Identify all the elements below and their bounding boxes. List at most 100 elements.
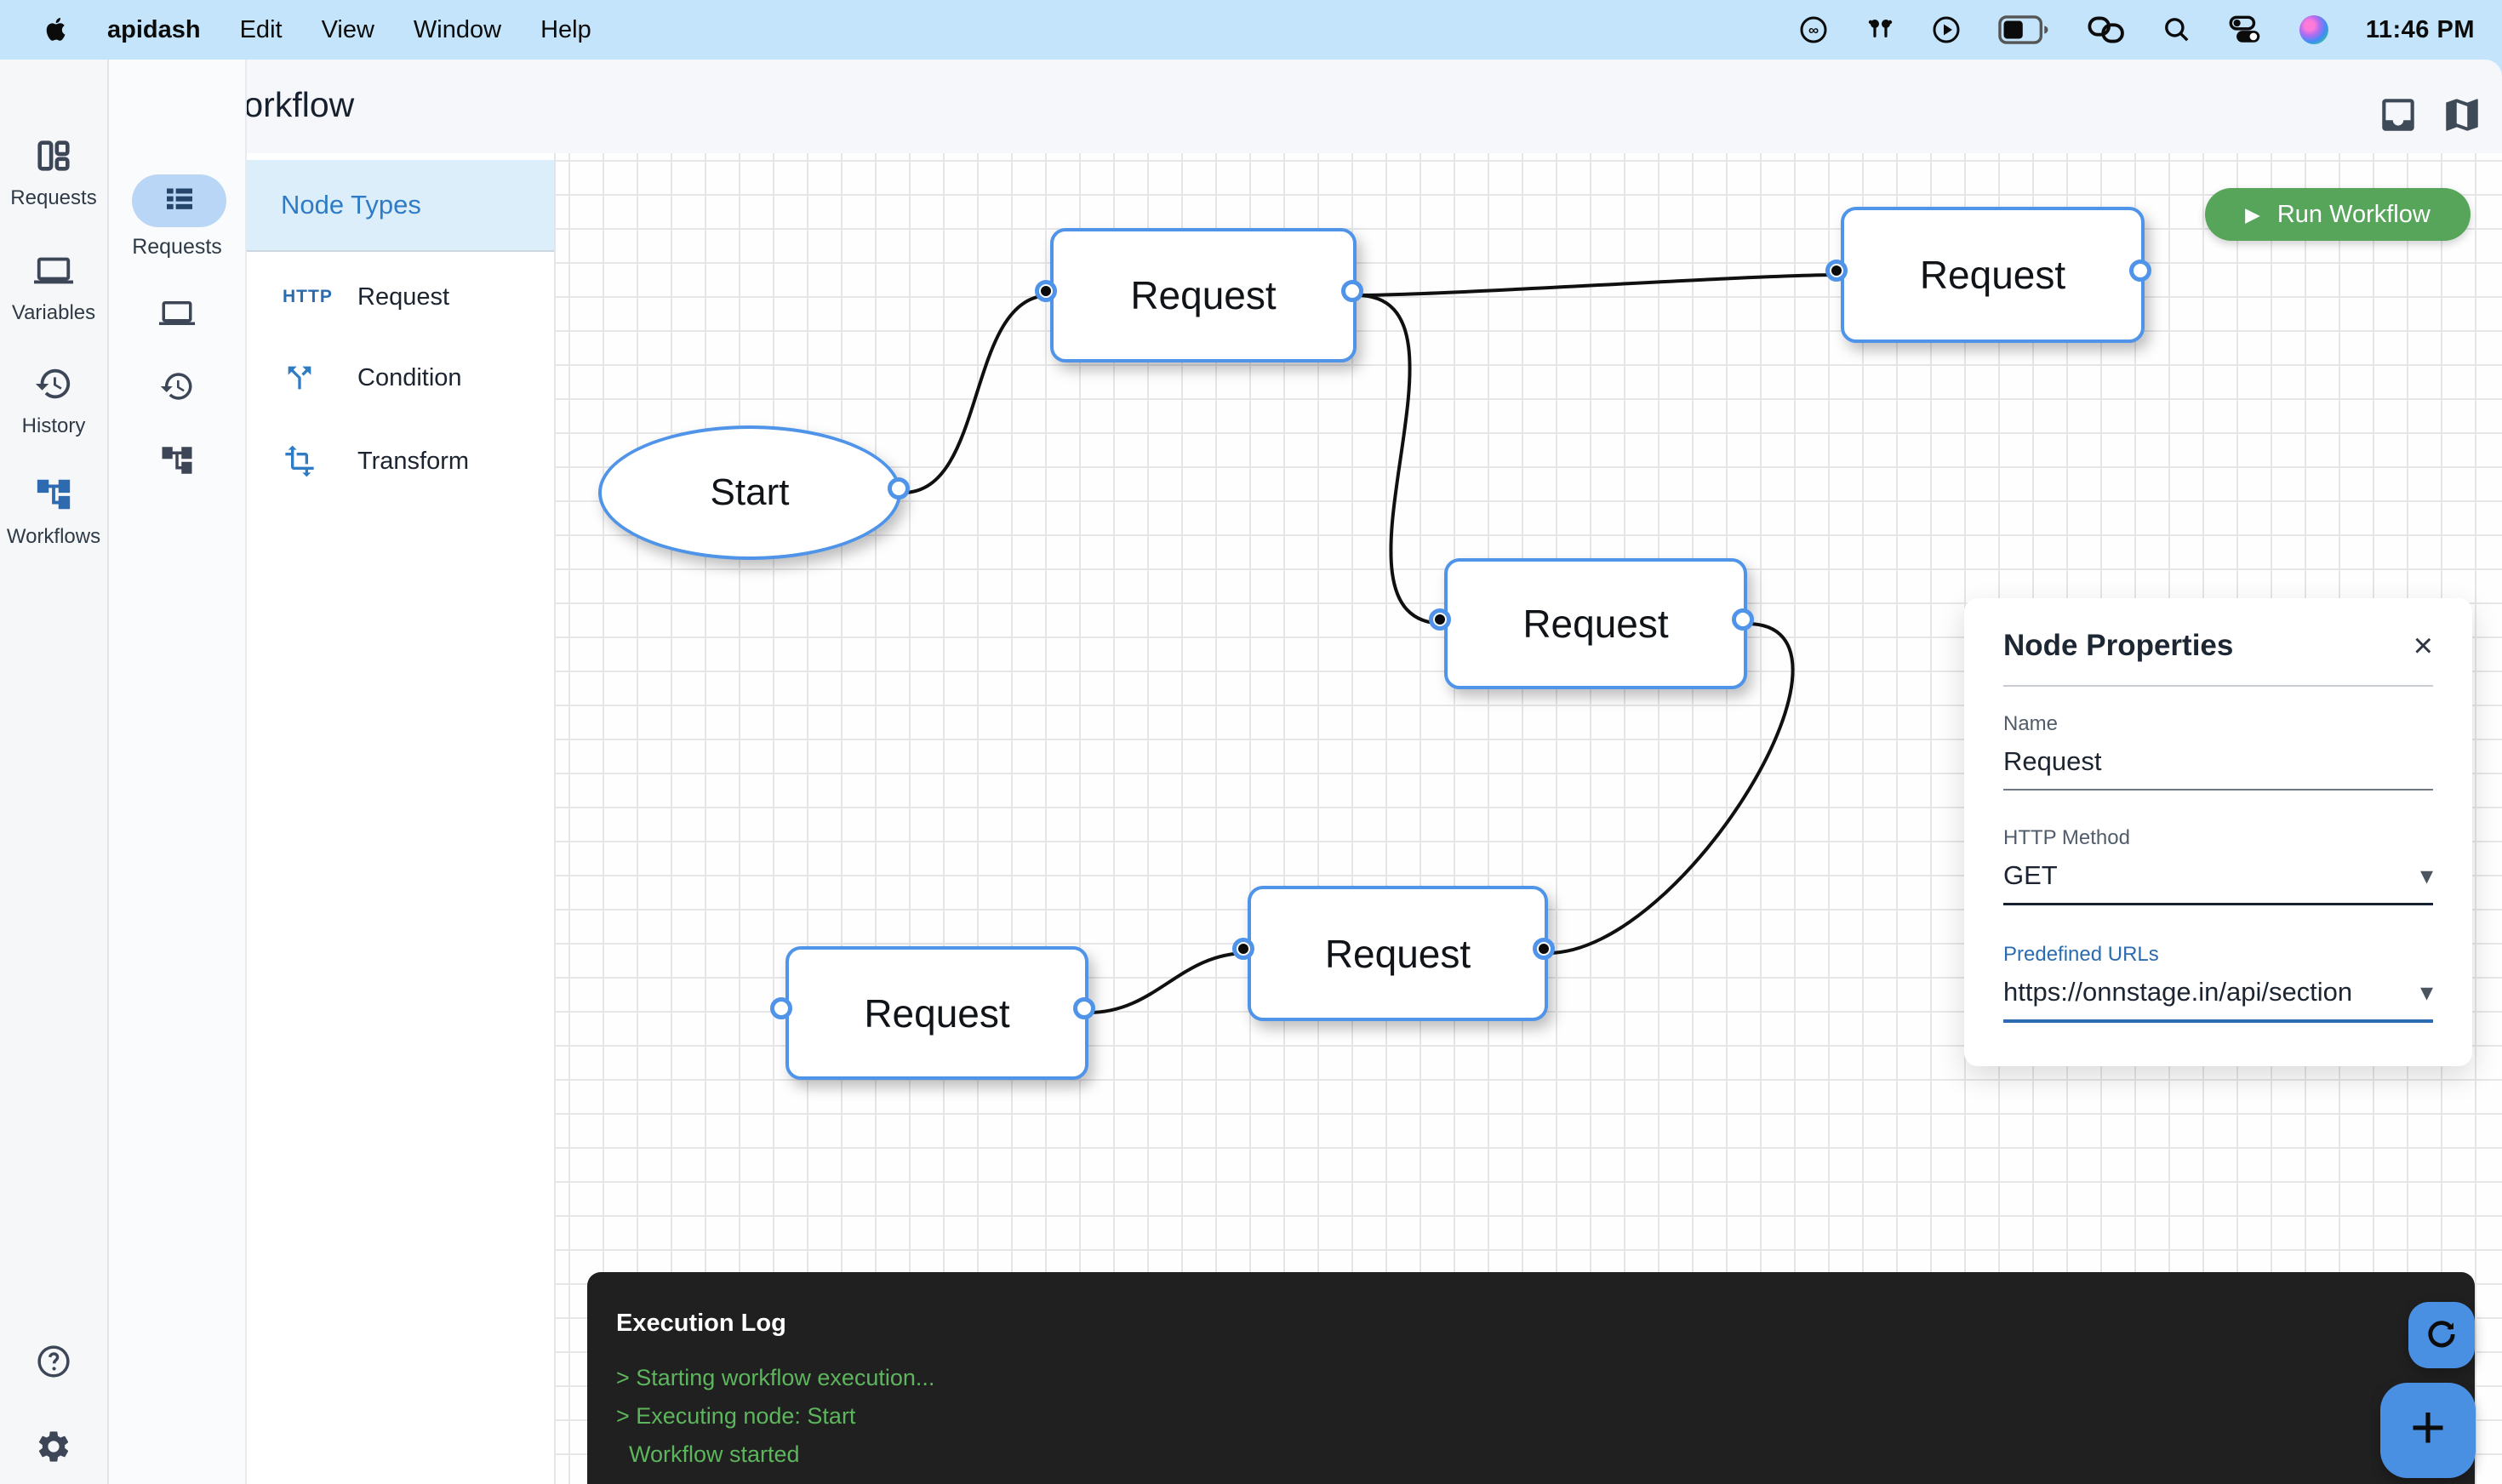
node-port[interactable] bbox=[770, 997, 792, 1019]
node-port[interactable] bbox=[2129, 260, 2151, 282]
airpods-icon[interactable] bbox=[1865, 15, 1894, 44]
rail-item-requests[interactable] bbox=[132, 174, 226, 227]
add-node-button[interactable] bbox=[2380, 1383, 2476, 1478]
sidebar-item-label: History bbox=[21, 414, 86, 437]
node-port[interactable] bbox=[888, 477, 910, 499]
predefined-urls-value: https://onnstage.in/api/section bbox=[2003, 977, 2353, 1007]
gear-icon bbox=[35, 1428, 72, 1470]
workflow-rail: Requests bbox=[109, 60, 247, 1484]
settings-button[interactable] bbox=[0, 1428, 107, 1470]
http-method-select[interactable]: GET bbox=[2003, 860, 2433, 905]
sidebar-item-requests[interactable]: Requests bbox=[0, 136, 107, 210]
name-input-value: Request bbox=[2003, 746, 2102, 776]
battery-icon[interactable] bbox=[1998, 15, 2049, 44]
laptop-icon bbox=[159, 295, 195, 335]
predefined-urls-label: Predefined URLs bbox=[2003, 943, 2159, 966]
rail-item-label: Requests bbox=[132, 235, 222, 259]
sidebar-item-history[interactable]: History bbox=[0, 364, 107, 438]
name-field-label: Name bbox=[2003, 712, 2059, 735]
creative-cloud-icon[interactable]: ∞ bbox=[1799, 15, 1828, 44]
menu-item-help[interactable]: Help bbox=[540, 15, 591, 43]
rail-item-history[interactable] bbox=[109, 368, 245, 408]
menu-item-edit[interactable]: Edit bbox=[239, 15, 283, 43]
workflow-tree-icon bbox=[159, 442, 195, 482]
workflow-node-start[interactable]: Start bbox=[598, 425, 901, 560]
dashboard-icon bbox=[34, 136, 73, 180]
node-port[interactable] bbox=[1232, 938, 1254, 960]
help-button[interactable] bbox=[0, 1343, 107, 1384]
sidebar-item-workflows[interactable]: Workflows bbox=[0, 475, 107, 549]
node-type-request[interactable]: HTTP Request bbox=[247, 270, 554, 324]
run-workflow-label: Run Workflow bbox=[2276, 200, 2431, 228]
help-icon bbox=[35, 1343, 72, 1384]
log-line: > Starting workflow execution... bbox=[616, 1365, 935, 1390]
execution-log-title: Execution Log bbox=[616, 1310, 786, 1337]
node-properties-panel: Node Properties Name Request HTTP Method… bbox=[1964, 598, 2472, 1066]
control-center-icon[interactable] bbox=[2229, 15, 2262, 44]
node-type-condition[interactable]: Condition bbox=[247, 351, 554, 405]
workflow-node-request[interactable]: Request bbox=[1444, 558, 1747, 689]
chevron-down-icon bbox=[2420, 860, 2433, 891]
spotlight-icon[interactable] bbox=[2162, 15, 2191, 44]
refresh-icon bbox=[2423, 1316, 2460, 1356]
http-badge-icon: HTTP bbox=[283, 287, 333, 306]
svg-text:∞: ∞ bbox=[1808, 22, 1819, 38]
macos-menu-bar: apidash Edit View Window Help ∞ bbox=[0, 0, 2502, 60]
node-type-label: Transform bbox=[357, 447, 470, 475]
workflow-node-request[interactable]: Request bbox=[785, 946, 1088, 1080]
sidebar-item-label: Workflows bbox=[6, 525, 101, 548]
menu-item-view[interactable]: View bbox=[321, 15, 374, 43]
sidebar: Requests Variables History Workflows bbox=[0, 60, 109, 1484]
link-icon[interactable] bbox=[2087, 15, 2125, 44]
node-type-transform[interactable]: Transform bbox=[247, 434, 554, 488]
call-split-icon bbox=[283, 361, 335, 395]
workflow-node-request[interactable]: Request bbox=[1248, 886, 1548, 1021]
node-port[interactable] bbox=[1732, 608, 1754, 631]
node-type-label: Request bbox=[357, 283, 450, 311]
execution-log-lines: > Starting workflow execution...> Execut… bbox=[616, 1365, 2475, 1468]
history-icon bbox=[159, 368, 195, 408]
node-type-label: Condition bbox=[357, 363, 462, 391]
node-types-title: Node Types bbox=[247, 160, 554, 252]
divider bbox=[2003, 685, 2433, 687]
node-port[interactable] bbox=[1073, 997, 1095, 1019]
sidebar-item-variables[interactable]: Variables bbox=[0, 251, 107, 325]
table-list-icon bbox=[163, 182, 197, 220]
node-port[interactable] bbox=[1533, 938, 1555, 960]
node-port[interactable] bbox=[1429, 608, 1451, 631]
node-types-panel: Node Types HTTP Request Condition Transf… bbox=[247, 153, 556, 1484]
log-line: Workflow started bbox=[616, 1441, 800, 1467]
predefined-urls-select[interactable]: https://onnstage.in/api/section bbox=[2003, 977, 2433, 1023]
rail-item-workflows[interactable] bbox=[109, 442, 245, 482]
play-icon bbox=[2245, 203, 2260, 226]
apple-menu-icon[interactable] bbox=[43, 15, 68, 44]
node-port[interactable] bbox=[1035, 280, 1057, 302]
http-method-value: GET bbox=[2003, 860, 2058, 890]
history-icon bbox=[34, 364, 73, 408]
sidebar-item-label: Variables bbox=[11, 301, 96, 324]
node-properties-title: Node Properties bbox=[2003, 629, 2234, 662]
map-icon[interactable] bbox=[2441, 94, 2483, 136]
laptop-icon bbox=[34, 251, 73, 294]
run-workflow-button[interactable]: Run Workflow bbox=[2205, 188, 2471, 241]
play-circle-icon[interactable] bbox=[1932, 15, 1961, 44]
workflow-node-request[interactable]: Request bbox=[1841, 207, 2145, 343]
node-port[interactable] bbox=[1825, 260, 1848, 282]
transform-icon bbox=[283, 444, 335, 478]
menu-clock[interactable]: 11:46 PM bbox=[2365, 15, 2475, 43]
workflow-node-request[interactable]: Request bbox=[1050, 228, 1357, 362]
close-icon[interactable] bbox=[2413, 629, 2433, 663]
menu-item-window[interactable]: Window bbox=[413, 15, 502, 43]
name-input[interactable]: Request bbox=[2003, 746, 2433, 791]
sidebar-item-label: Requests bbox=[10, 186, 97, 209]
siri-icon[interactable] bbox=[2299, 15, 2328, 44]
rail-item-variables[interactable] bbox=[109, 295, 245, 335]
execution-log-panel: Execution Log > Starting workflow execut… bbox=[587, 1272, 2475, 1484]
inbox-tray-icon[interactable] bbox=[2377, 94, 2419, 136]
refresh-button[interactable] bbox=[2408, 1302, 2475, 1368]
workflow-tree-icon bbox=[34, 475, 73, 518]
node-port[interactable] bbox=[1341, 280, 1363, 302]
menu-app-name[interactable]: apidash bbox=[107, 15, 201, 43]
chevron-down-icon bbox=[2420, 977, 2433, 1007]
